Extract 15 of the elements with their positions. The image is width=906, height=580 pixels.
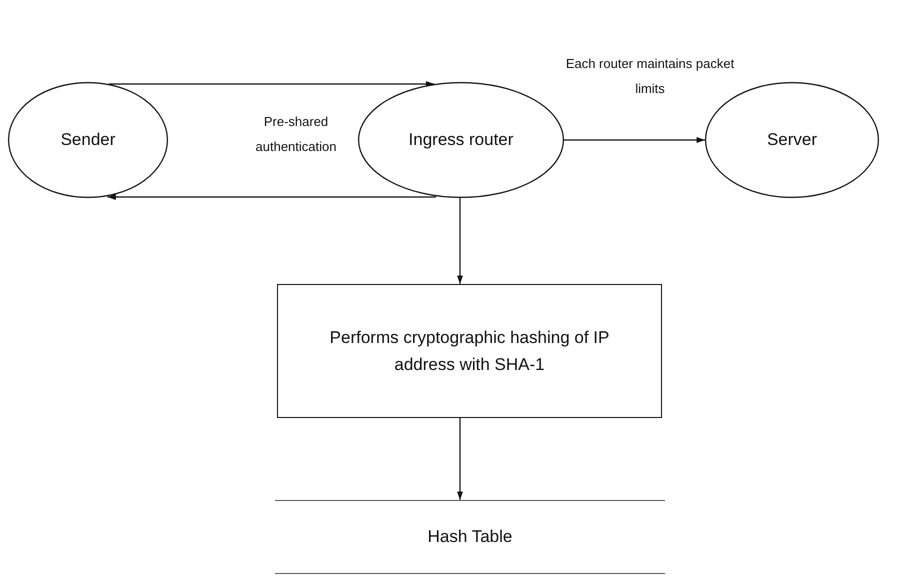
data-store [275,500,665,574]
ellipse-node [705,82,879,198]
arrow [564,137,705,143]
node-label: Server [766,129,818,152]
arrow [108,81,434,87]
ellipse-node [358,82,564,198]
node-label: Performs cryptographic hashing of IP address with SHA-1 [328,326,610,376]
node-label: Hash Table [428,526,512,548]
arrow [457,418,463,500]
arrow [107,194,436,200]
ellipse-node [8,82,168,198]
arrow [457,198,463,284]
node-label: Sender [60,129,116,152]
process-box [277,284,662,418]
node-label: Ingress router [408,129,514,152]
